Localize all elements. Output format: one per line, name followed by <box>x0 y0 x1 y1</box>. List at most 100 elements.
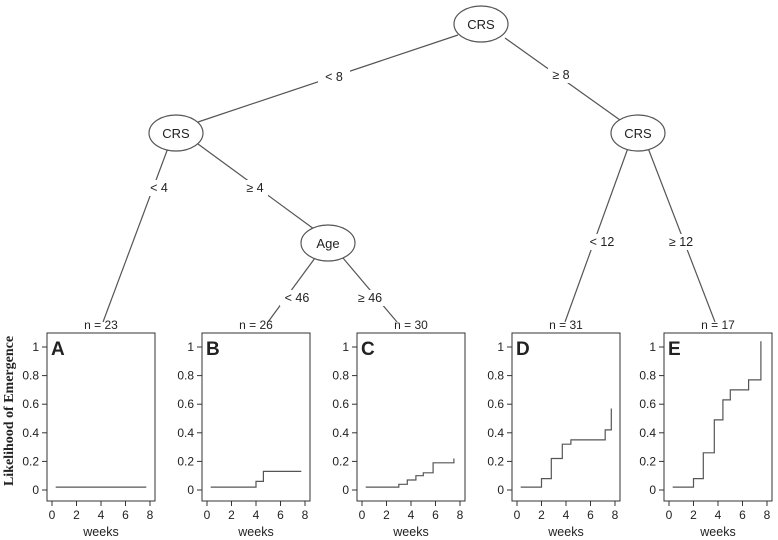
panel-c-xtick-label: 2 <box>383 508 390 522</box>
panel-e-xlabel: weeks <box>699 525 735 539</box>
node-left-label: CRS <box>162 126 190 141</box>
panel-e-xtick-label: 4 <box>715 508 722 522</box>
panel-c-ytick-label: 0.2 <box>332 454 349 468</box>
panel-a-ytick-label: 0.4 <box>22 426 39 440</box>
panel-e-step-curve <box>672 341 762 488</box>
panel-d-ytick-label: 1 <box>497 340 504 354</box>
panel-c-xtick-label: 4 <box>408 508 415 522</box>
panel-c-xtick-label: 0 <box>359 508 366 522</box>
panel-b-xtick-label: 4 <box>253 508 260 522</box>
panel-e-n-label: n = 17 <box>701 318 735 332</box>
edge-label-root-left: < 8 <box>325 70 343 84</box>
panel-e-xtick-label: 0 <box>666 508 673 522</box>
panel-b-letter: B <box>206 339 220 360</box>
panel-a-letter: A <box>51 339 65 360</box>
node-right-label: CRS <box>624 126 652 141</box>
panel-b-ytick-label: 0.2 <box>177 454 194 468</box>
panel-d-ytick-label: 0.8 <box>487 369 504 383</box>
panel-d-ytick-label: 0 <box>497 483 504 497</box>
edge-label-right-left: < 12 <box>590 235 615 249</box>
y-axis-title: Likelihood of Emergence <box>2 336 17 486</box>
panel-b-ytick-label: 0 <box>187 483 194 497</box>
node-root: CRS <box>453 5 509 43</box>
panel-c-n-label: n = 30 <box>394 318 428 332</box>
panel-b-ytick-label: 1 <box>187 340 194 354</box>
edge-label-age-left: < 46 <box>285 291 310 305</box>
panel-a-frame <box>46 332 156 502</box>
panel-b-xtick-label: 8 <box>302 508 309 522</box>
panel-b-ytick-label: 0.8 <box>177 369 194 383</box>
edge-left-a <box>102 147 169 323</box>
panel-c-step-curve <box>365 458 455 488</box>
panel-a-xtick-label: 8 <box>147 508 154 522</box>
tree-edges <box>102 34 716 323</box>
panel-e-xtick-label: 6 <box>739 508 746 522</box>
panel-a-xlabel: weeks <box>82 525 118 539</box>
edge-label-left-left: < 4 <box>150 181 168 195</box>
panel-d-xlabel: weeks <box>547 525 583 539</box>
panel-a-xtick-label: 4 <box>98 508 105 522</box>
node-age: Age <box>300 224 356 262</box>
panel-c: n = 30 C 0 0.2 0.4 0.6 0.8 1 0 2 4 6 8 weeks <box>332 318 466 539</box>
panel-e-xtick-label: 2 <box>690 508 697 522</box>
panel-d-ytick-label: 0.6 <box>487 397 504 411</box>
panel-a-n-label: n = 23 <box>84 318 118 332</box>
panel-b-ytick-label: 0.6 <box>177 397 194 411</box>
panel-a-xtick-label: 6 <box>122 508 129 522</box>
panel-e-ytick-label: 0 <box>649 483 656 497</box>
panel-c-xtick-label: 6 <box>432 508 439 522</box>
panel-c-ytick-label: 0.8 <box>332 369 349 383</box>
panel-b-xtick-label: 0 <box>204 508 211 522</box>
node-right: CRS <box>610 114 666 152</box>
panel-c-frame <box>356 332 466 502</box>
panel-c-ytick-label: 0 <box>342 483 349 497</box>
panel-c-xlabel: weeks <box>392 525 428 539</box>
panel-d-xtick-label: 2 <box>538 508 545 522</box>
panel-b-xtick-label: 2 <box>228 508 235 522</box>
panel-d-step-curve <box>520 408 612 488</box>
edge-label-age-right: ≥ 46 <box>358 291 382 305</box>
edge-label-root-right: ≥ 8 <box>552 68 569 82</box>
panel-b-step-curve <box>210 470 302 488</box>
panel-c-letter: C <box>361 339 375 360</box>
panel-d-xtick-label: 6 <box>587 508 594 522</box>
edge-label-left-right: ≥ 4 <box>246 181 263 195</box>
panel-e-ytick-label: 0.2 <box>639 454 656 468</box>
node-left: CRS <box>148 114 204 152</box>
node-root-label: CRS <box>467 17 495 32</box>
panel-e-xtick-label: 8 <box>764 508 771 522</box>
panel-c-xtick-label: 8 <box>457 508 464 522</box>
panel-e-ytick-label: 1 <box>649 340 656 354</box>
panel-a-ytick-label: 1 <box>32 340 39 354</box>
panel-c-ytick-label: 0.4 <box>332 426 349 440</box>
panel-d-ytick-label: 0.2 <box>487 454 504 468</box>
edge-labels: < 8 ≥ 8 < 4 ≥ 4 < 46 ≥ 46 < 12 ≥ 12 <box>146 67 699 306</box>
panel-d-ytick-label: 0.4 <box>487 426 504 440</box>
panel-d-letter: D <box>516 339 530 360</box>
panel-b-xlabel: weeks <box>237 525 273 539</box>
panel-e-ytick-label: 0.6 <box>639 397 656 411</box>
panel-e-frame <box>663 332 773 502</box>
panel-b-frame <box>201 332 311 502</box>
panel-a-ytick-label: 0.8 <box>22 369 39 383</box>
edge-label-right-right: ≥ 12 <box>669 235 693 249</box>
panel-e-letter: E <box>668 339 681 360</box>
panel-d-frame <box>511 332 621 502</box>
panel-c-ytick-label: 1 <box>342 340 349 354</box>
panel-a-ytick-label: 0.2 <box>22 454 39 468</box>
panel-b-xtick-label: 6 <box>277 508 284 522</box>
panel-a-ytick-label: 0.6 <box>22 397 39 411</box>
panel-d-xtick-label: 4 <box>563 508 570 522</box>
panel-a-xtick-label: 0 <box>49 508 56 522</box>
panel-d-xtick-label: 8 <box>612 508 619 522</box>
panel-d-n-label: n = 31 <box>549 318 583 332</box>
node-age-label: Age <box>316 236 339 251</box>
panel-c-ytick-label: 0.6 <box>332 397 349 411</box>
panel-a-xtick-label: 2 <box>73 508 80 522</box>
